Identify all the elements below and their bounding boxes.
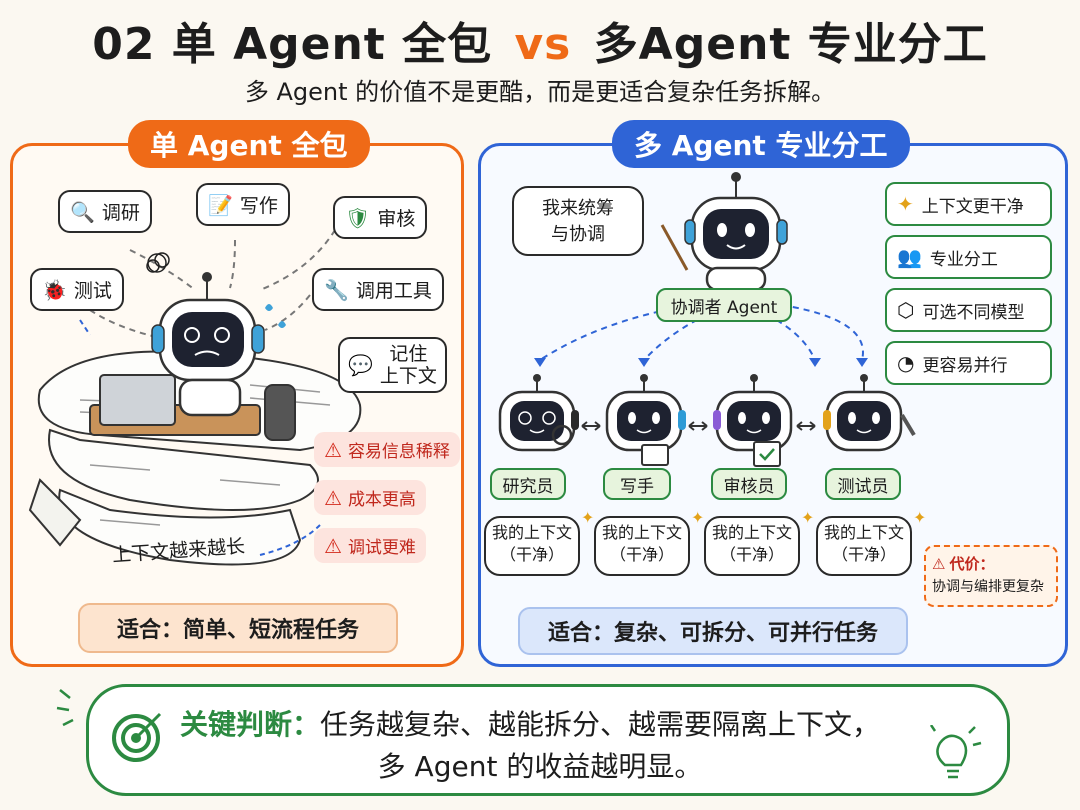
warning-icon: ⚠ <box>324 437 342 462</box>
laptop <box>99 374 176 426</box>
right-panel-header: 多 Agent 专业分工 <box>612 120 910 168</box>
people-icon: 👥 <box>897 245 922 269</box>
speedometer-icon: ◔ <box>897 351 915 375</box>
tangle-scribble <box>146 252 170 273</box>
tester-robot <box>823 374 916 452</box>
left-panel-header: 单 Agent 全包 <box>128 120 370 168</box>
left-fit-note: 适合：简单、短流程任务 <box>78 603 398 653</box>
page-title: 02 单 Agent 全包 vs 多Agent 专业分工 <box>0 8 1080 72</box>
task-review: 🛡审核 <box>333 196 428 239</box>
stressed-robot <box>151 272 286 417</box>
warning-icon: ⚠ <box>932 554 946 573</box>
agent-label-reviewer: 审核员 <box>711 468 787 500</box>
lightbulb-icon <box>929 725 982 779</box>
warning-icon: ⚠ <box>324 533 342 558</box>
coordinator-label: 协调者 Agent <box>656 288 792 322</box>
warning-debug: ⚠调试更难 <box>314 528 426 563</box>
subtitle: 多 Agent 的价值不是更酷，而是更适合复杂任务拆解。 <box>244 78 836 106</box>
shield-check-icon: 🛡 <box>345 205 371 230</box>
benefit-parallel: ◔更容易并行 <box>885 341 1052 385</box>
writer-context-bubble: 我的上下文（干净） <box>594 516 690 576</box>
coordinator-speech-bubble: 我来统筹与协调 <box>512 186 644 256</box>
bullseye-icon <box>112 712 162 762</box>
task-tools: 🔧调用工具 <box>312 268 444 311</box>
agent-label-tester: 测试员 <box>825 468 901 500</box>
warning-icon: ⚠ <box>324 485 342 510</box>
sparkle-icon: ✦ <box>913 508 927 527</box>
agent-label-researcher: 研究员 <box>490 468 566 500</box>
pencil-document-icon: 📝 <box>208 192 233 217</box>
task-memory: 💬记住上下文 <box>338 337 447 393</box>
title-vs: vs <box>514 19 572 70</box>
target-icon <box>56 689 74 727</box>
chat-bubble-icon: 💬 <box>348 353 373 377</box>
key-judgment-line2: 多 Agent 的收益越明显。 <box>377 750 703 783</box>
coordinator-robot <box>660 172 788 292</box>
reviewer-context-bubble: 我的上下文（干净） <box>704 516 800 576</box>
benefit-model-choice: ⬡可选不同模型 <box>885 288 1052 332</box>
writer-robot <box>605 374 686 466</box>
reviewer-robot <box>713 374 793 467</box>
benefit-clean-context: ✦上下文更干净 <box>885 182 1052 226</box>
task-testing: 🐞测试 <box>30 268 124 311</box>
magnifier-icon: 🔍 <box>70 199 95 224</box>
task-writing: 📝写作 <box>196 183 290 226</box>
benefit-specialization: 👥专业分工 <box>885 235 1052 279</box>
sparkle-icon: ✦ <box>581 508 595 527</box>
title-right: 多Agent 专业分工 <box>593 19 988 70</box>
task-research: 🔍调研 <box>58 190 152 233</box>
chair <box>264 384 296 441</box>
agent-label-writer: 写手 <box>603 468 671 500</box>
warning-cost: ⚠成本更高 <box>314 480 426 515</box>
right-fit-note: 适合：复杂、可拆分、可并行任务 <box>518 607 908 655</box>
cube-icon: ⬡ <box>897 298 915 322</box>
tester-context-bubble: 我的上下文（干净） <box>816 516 912 576</box>
researcher-context-bubble: 我的上下文（干净） <box>484 516 580 576</box>
wrench-icon: 🔧 <box>324 277 349 302</box>
multi-agent-illustration <box>498 172 916 467</box>
key-judgment-box <box>86 684 1010 796</box>
sparkle-icon: ✦ <box>801 508 815 527</box>
researcher-robot <box>498 374 579 452</box>
cost-note: ⚠代价： 协调与编排更复杂 <box>924 545 1058 607</box>
single-agent-illustration <box>28 229 362 566</box>
arrow-research <box>129 249 196 291</box>
sparkle-icon: ✦ <box>691 508 705 527</box>
bug-icon: 🐞 <box>42 277 67 302</box>
sparkle-icon: ✦ <box>897 192 914 216</box>
title-left: 02 单 Agent 全包 <box>92 19 493 70</box>
warning-dilution: ⚠容易信息稀释 <box>314 432 460 467</box>
key-judgment-line1: 关键判断：任务越复杂、越能拆分、越需要隔离上下文， <box>180 708 881 741</box>
